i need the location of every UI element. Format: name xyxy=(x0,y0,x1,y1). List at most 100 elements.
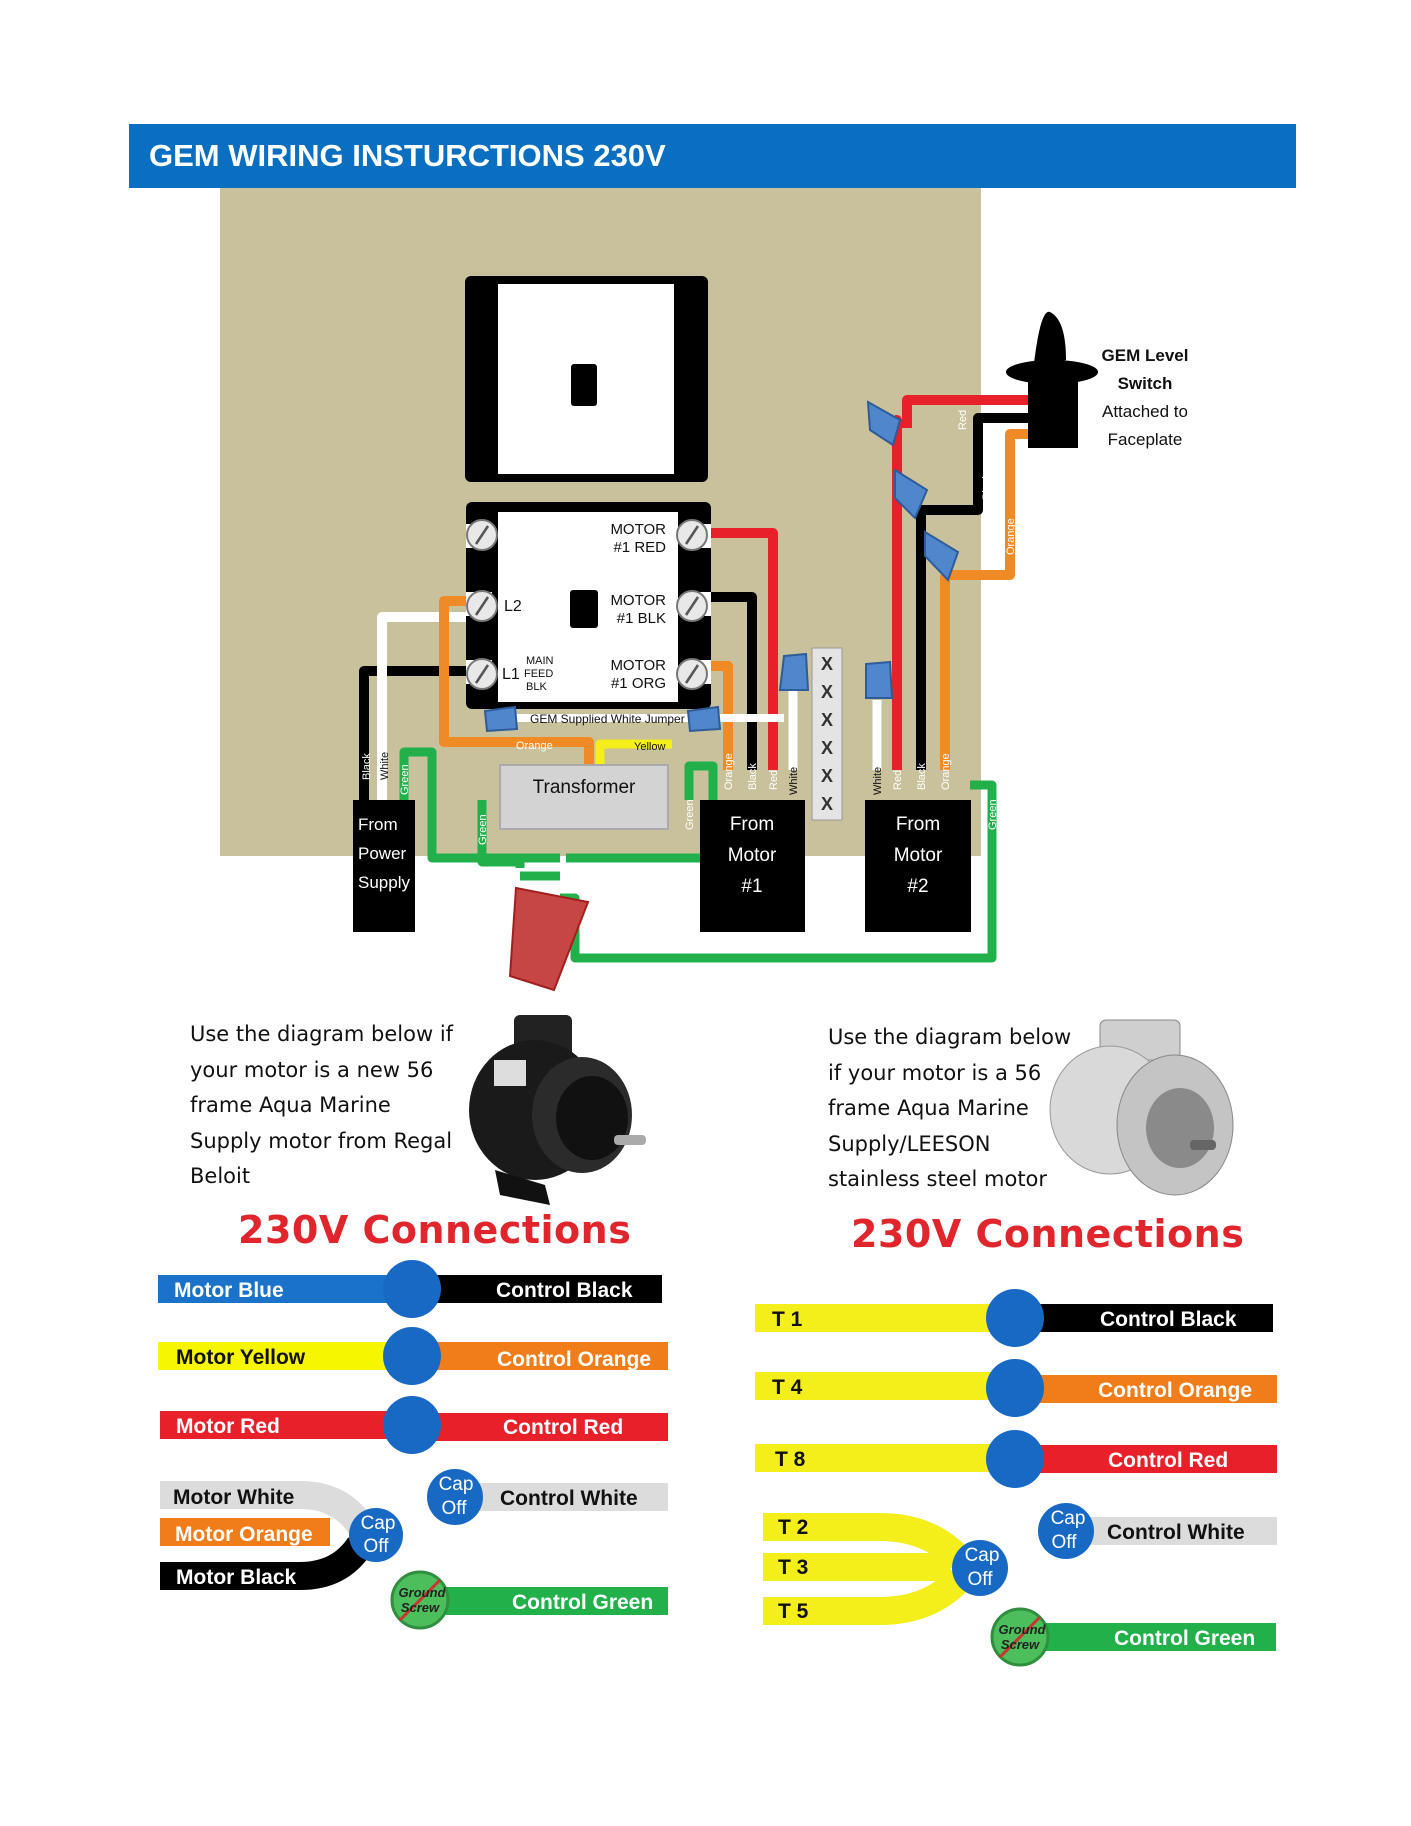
motor2-label-2: Motor xyxy=(894,845,943,866)
right-intro-line: frame Aqua Marine xyxy=(828,1096,1029,1120)
wire-nut-icon xyxy=(865,660,894,699)
wire-yellow xyxy=(595,739,672,765)
left-grouped-1: Motor White xyxy=(173,1486,294,1509)
cap-off-icon xyxy=(427,1469,483,1525)
wire-label-white-motor2: White xyxy=(872,767,884,795)
right-intro: Use the diagram below if your motor is a… xyxy=(828,1020,1071,1198)
wire-green-power xyxy=(399,747,560,863)
right-intro-line: if your motor is a 56 xyxy=(828,1060,1042,1085)
level-switch-label-3: Attached to xyxy=(1102,402,1188,421)
wire-nut-icon xyxy=(383,1327,441,1385)
terminal-label-main-feed-3: BLK xyxy=(526,681,547,693)
left-intro-line: Supply motor from Regal xyxy=(190,1128,453,1153)
left-row3-right-label: Control Red xyxy=(503,1416,623,1439)
outlet-box xyxy=(465,276,708,482)
wire-label-orange-motor2: Orange xyxy=(940,753,952,790)
wire-nut-icon xyxy=(986,1289,1044,1347)
wire-green-transformer xyxy=(477,800,525,868)
cap-off-icon xyxy=(1038,1503,1094,1559)
page-title-banner: GEM WIRING INSTURCTIONS 230V xyxy=(129,124,1296,188)
right-row1-control-wire xyxy=(1015,1304,1273,1332)
terminal-label-main-feed-1: MAIN xyxy=(526,655,554,667)
wire-nut-icon xyxy=(778,652,810,691)
wire-label-orange-switch: Orange xyxy=(1005,518,1017,555)
wire-power-black xyxy=(359,666,468,800)
level-switch-label-4: Faceplate xyxy=(1108,430,1183,449)
left-row3-left-label: Motor Red xyxy=(176,1415,280,1438)
left-row1-right-label: Control Black xyxy=(496,1279,633,1302)
motor1-label-3: #1 xyxy=(741,876,762,897)
right-row1-left-label: T 1 xyxy=(772,1308,803,1331)
wire-nut-icon xyxy=(483,705,519,733)
transformer: Transformer xyxy=(499,764,669,830)
terminal-x-1: X xyxy=(821,654,833,674)
left-row2-control-wire xyxy=(412,1342,668,1370)
terminal-x-3: X xyxy=(821,710,833,730)
wire-label-green-motor1: Green xyxy=(684,799,696,830)
left-row3-control-wire xyxy=(412,1413,668,1441)
wire-label-green-motor2: Green xyxy=(987,799,999,830)
left-intro-line: Beloit xyxy=(190,1164,251,1188)
left-control-green: Control Green xyxy=(512,1591,653,1614)
level-switch-label-1: GEM Level xyxy=(1102,346,1189,365)
wire-nut-icon xyxy=(924,530,960,582)
right-row2-left-label: T 4 xyxy=(772,1376,803,1399)
motor2-label-1: From xyxy=(896,814,940,835)
left-control-white: Control White xyxy=(500,1487,638,1510)
left-grouped-2: Motor Orange xyxy=(175,1523,313,1546)
wire-label-yellow: Yellow xyxy=(634,741,665,753)
cap-off-icon xyxy=(349,1508,403,1562)
wire-motor1-orange xyxy=(705,661,733,770)
power-supply-label-3: Supply xyxy=(358,873,410,892)
left-row3-motor-wire xyxy=(160,1411,410,1439)
right-control-green: Control Green xyxy=(1114,1627,1255,1650)
motor1-box: From Motor #1 xyxy=(700,800,805,932)
right-connections: T 1 Control Black T 4 Control Orange T 8… xyxy=(755,1289,1277,1667)
right-row2-right-label: Control Orange xyxy=(1098,1379,1252,1402)
wire-nut-icon xyxy=(383,1396,441,1454)
wire-label-green-transformer: Green xyxy=(477,814,489,845)
right-ground-1: Ground xyxy=(999,1622,1047,1637)
left-ground-2: Screw xyxy=(401,1600,440,1615)
wire-nut-icon xyxy=(686,705,722,733)
terminal-label-l2: L2 xyxy=(504,598,522,615)
left-white-cap-1: Cap xyxy=(439,1474,474,1495)
wire-label-black-power: Black xyxy=(361,753,373,780)
motor1-label-1: From xyxy=(730,814,774,835)
left-row1-motor-wire xyxy=(158,1275,410,1303)
left-row1-control-wire xyxy=(412,1275,662,1303)
right-row1-motor-wire xyxy=(755,1304,1015,1332)
left-intro-line: frame Aqua Marine xyxy=(190,1093,391,1117)
right-control-white: Control White xyxy=(1107,1521,1245,1544)
terminal-strip: X X X X X X xyxy=(811,647,843,821)
terminal-x-2: X xyxy=(821,682,833,702)
left-section-title: 230V Connections xyxy=(238,1208,632,1252)
wire-label-black-motor1: Black xyxy=(747,763,759,790)
wire-nut-icon xyxy=(383,1260,441,1318)
right-white-cap-2: Off xyxy=(1052,1532,1078,1553)
wire-motor1-black xyxy=(705,592,757,770)
wire-motor1-red xyxy=(705,528,778,770)
right-row3-right-label: Control Red xyxy=(1108,1449,1228,1472)
right-row3-control-wire xyxy=(1015,1445,1277,1473)
left-white-cap-2: Off xyxy=(442,1498,468,1519)
page-title: GEM WIRING INSTURCTIONS 230V xyxy=(149,138,666,173)
wire-switch-orange xyxy=(945,429,1032,580)
terminal-label-motor1-blk-1: MOTOR xyxy=(610,592,666,609)
terminal-screw-icon xyxy=(466,519,708,690)
left-cap-off-2: Off xyxy=(364,1536,390,1557)
right-row2-control-wire xyxy=(1015,1375,1277,1403)
left-row2-left-label: Motor Yellow xyxy=(176,1346,306,1369)
terminal-label-main-feed-2: FEED xyxy=(524,668,553,680)
right-white-cap-1: Cap xyxy=(1051,1508,1086,1529)
wire-label-black-switch: Black xyxy=(981,473,993,500)
left-row2-right-label: Control Orange xyxy=(497,1348,651,1371)
left-cap-off-1: Cap xyxy=(361,1513,396,1534)
right-intro-line: Use the diagram below xyxy=(828,1025,1072,1049)
right-ground-2: Screw xyxy=(1001,1637,1040,1652)
wire-label-red-switch: Red xyxy=(957,410,969,430)
terminal-label-motor1-org-1: MOTOR xyxy=(610,657,666,674)
terminal-label-motor1-red-1: MOTOR xyxy=(610,521,666,538)
right-intro-line: stainless steel motor xyxy=(828,1167,1048,1191)
